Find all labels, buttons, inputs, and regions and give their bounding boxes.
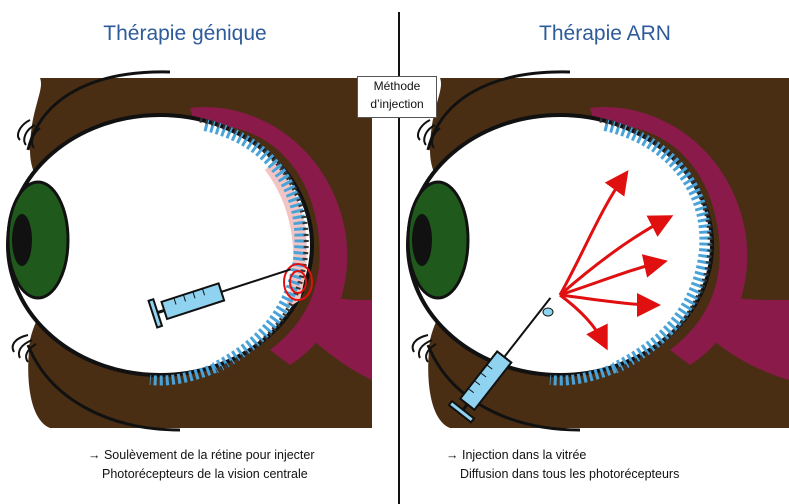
caption-right-line2: Diffusion dans tous les photorécepteurs: [446, 465, 679, 484]
method-line1: Méthode: [358, 77, 436, 95]
caption-right-line1: → Injection dans la vitrée: [446, 448, 586, 462]
caption-left-line1: → Soulèvement de la rétine pour injecter: [88, 448, 315, 462]
caption-rna-therapy: → Injection dans la vitrée Diffusion dan…: [446, 446, 679, 484]
caption-left-line2: Photorécepteurs de la vision centrale: [88, 465, 315, 484]
pupil: [12, 214, 32, 266]
caption-gene-therapy: → Soulèvement de la rétine pour injecter…: [88, 446, 315, 484]
pupil: [412, 214, 432, 266]
method-line2: d’injection: [358, 95, 436, 113]
injection-droplet: [543, 308, 553, 316]
gene-therapy-eye-illustration: [0, 0, 400, 440]
injection-method-label: Méthode d’injection: [357, 76, 437, 118]
rna-therapy-eye-illustration: [400, 0, 789, 440]
